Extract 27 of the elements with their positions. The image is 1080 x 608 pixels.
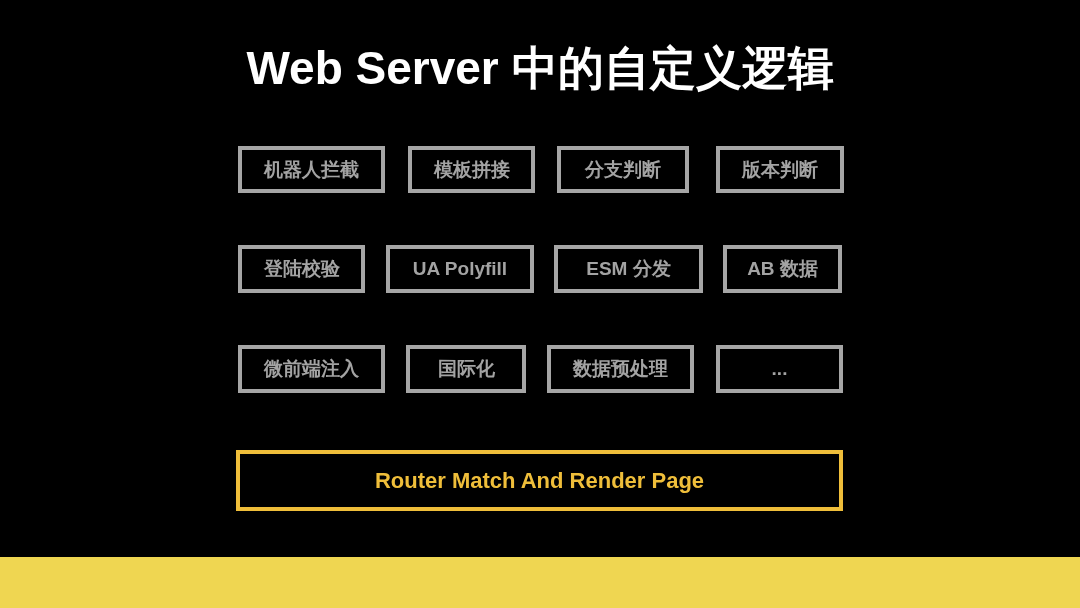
box-label: 机器人拦截 xyxy=(264,157,359,182)
box-label: 微前端注入 xyxy=(264,357,359,381)
logic-box xyxy=(238,146,385,193)
box-label: 数据预处理 xyxy=(573,357,668,381)
logic-box xyxy=(547,345,694,393)
slide-title: Web Server 中的自定义逻辑 xyxy=(245,41,835,96)
logic-box xyxy=(554,245,703,293)
box-label: 分支判断 xyxy=(585,157,661,182)
box-label: UA Polyfill xyxy=(412,257,508,281)
box-label: 登陆校验 xyxy=(263,257,340,281)
logic-box xyxy=(716,146,844,193)
box-label: 国际化 xyxy=(437,357,495,381)
logic-box xyxy=(408,146,535,193)
logic-box xyxy=(238,345,385,393)
box-label: ESM 分发 xyxy=(586,257,671,281)
box-label: ... xyxy=(771,357,788,381)
logic-box xyxy=(406,345,526,393)
box-label: 模板拼接 xyxy=(433,157,510,182)
box-label: Router Match And Render Page xyxy=(374,466,705,495)
router-box xyxy=(236,450,843,511)
logic-box xyxy=(716,345,843,393)
logic-box xyxy=(723,245,842,293)
box-label: 版本判断 xyxy=(742,157,818,182)
logic-box xyxy=(557,146,689,193)
logic-box xyxy=(238,245,365,293)
logic-box xyxy=(386,245,534,293)
box-label: AB 数据 xyxy=(747,257,818,281)
